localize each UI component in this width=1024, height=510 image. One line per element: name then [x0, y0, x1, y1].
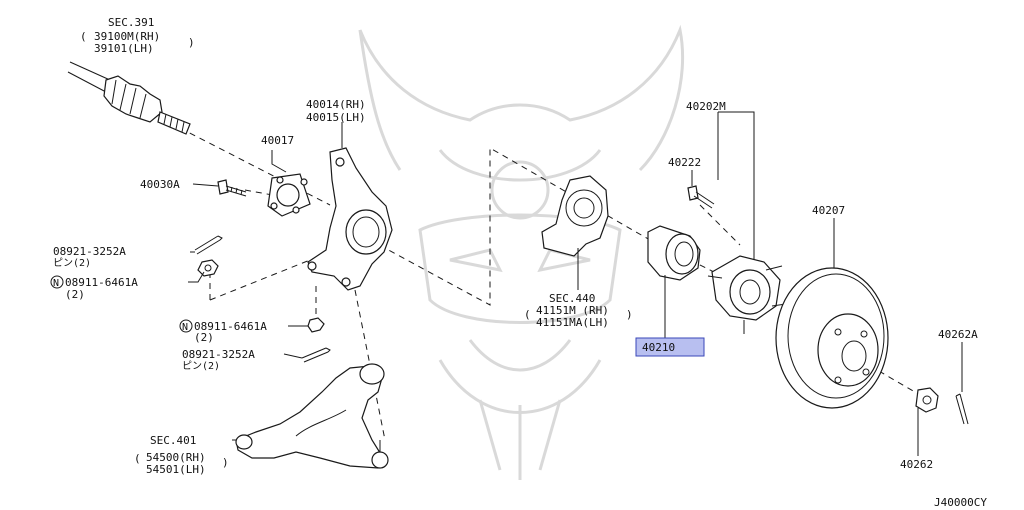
label-sec401: SEC.401 ( 54500(RH) 54501(LH) ) — [134, 434, 229, 476]
part-40222-bolt — [687, 185, 715, 209]
svg-text:40015(LH): 40015(LH) — [306, 111, 366, 124]
svg-text:54501(LH): 54501(LH) — [146, 463, 206, 476]
svg-text:N: N — [182, 322, 188, 333]
svg-text:39101(LH): 39101(LH) — [94, 42, 154, 55]
label-40202m: 40202M — [686, 100, 726, 113]
label-cotter-pin-1: 08921-3252A ピン(2) — [53, 245, 126, 269]
svg-text:54500(RH): 54500(RH) — [146, 451, 206, 464]
svg-text:SEC.401: SEC.401 — [150, 434, 196, 447]
svg-text:39100M(RH): 39100M(RH) — [94, 30, 160, 43]
part-40017-plate — [267, 173, 311, 217]
part-cotter-pin-1 — [194, 235, 223, 255]
svg-text:08911-6461A: 08911-6461A — [194, 320, 267, 333]
svg-text:(: ( — [134, 452, 141, 465]
part-40030a-bolt — [217, 179, 247, 197]
label-nut-2: N 08911-6461A (2) — [179, 319, 267, 344]
label-sec440: SEC.440 ( 41151M (RH) 41151MA(LH) ) — [524, 292, 633, 329]
label-40030a: 40030A — [140, 178, 180, 191]
svg-text:(: ( — [80, 30, 87, 43]
label-nut-1: N 08911-6461A (2) — [50, 275, 138, 301]
svg-text:(2): (2) — [194, 331, 214, 344]
svg-text:ピン(2): ピン(2) — [53, 257, 91, 269]
svg-text:40014(RH): 40014(RH) — [306, 98, 366, 111]
svg-text:(: ( — [524, 308, 531, 321]
part-cotter-pin-2 — [301, 347, 331, 363]
label-40262a: 40262A — [938, 328, 978, 341]
part-lower-arm — [235, 363, 389, 469]
svg-text:ピン(2): ピン(2) — [182, 360, 220, 372]
watermark-logo — [358, 24, 685, 480]
part-nut-2 — [307, 317, 325, 333]
svg-text:N: N — [53, 278, 59, 289]
part-40262-nut — [915, 387, 939, 413]
svg-text:08921-3252A: 08921-3252A — [53, 245, 126, 258]
label-40210[interactable]: 40210 — [635, 337, 705, 357]
label-40222: 40222 — [668, 156, 701, 169]
label-sec391: SEC.391 ( 39100M(RH) 39101(LH) ) — [80, 16, 195, 55]
label-40014: 40014(RH) 40015(LH) — [306, 98, 366, 124]
part-40014-knuckle — [307, 147, 393, 291]
svg-text:): ) — [222, 456, 229, 469]
part-40262a-cotter-pin — [955, 393, 969, 425]
svg-text:41151M (RH): 41151M (RH) — [536, 304, 609, 317]
leader-lines — [188, 111, 963, 456]
svg-text:08911-6461A: 08911-6461A — [65, 276, 138, 289]
drive-shaft — [67, 61, 191, 135]
svg-text:(2): (2) — [65, 288, 85, 301]
part-40210-hub-bearing — [647, 225, 701, 281]
part-40202m-hub — [707, 255, 787, 334]
part-40207-rotor — [775, 267, 889, 409]
svg-text:41151MA(LH): 41151MA(LH) — [536, 316, 609, 329]
label-40017: 40017 — [261, 134, 294, 147]
svg-text:08921-3252A: 08921-3252A — [182, 348, 255, 361]
svg-text:40210: 40210 — [642, 341, 675, 354]
part-splash-guard — [541, 175, 609, 257]
label-40207: 40207 — [812, 204, 845, 217]
svg-text:): ) — [626, 308, 633, 321]
svg-text:): ) — [188, 36, 195, 49]
label-40262: 40262 — [900, 458, 933, 471]
svg-text:SEC.391: SEC.391 — [108, 16, 154, 29]
diagram-code: J40000CY — [934, 496, 987, 509]
svg-text:SEC.440: SEC.440 — [549, 292, 595, 305]
part-nut-1 — [197, 259, 219, 277]
label-cotter-pin-2: 08921-3252A ピン(2) — [182, 348, 255, 372]
